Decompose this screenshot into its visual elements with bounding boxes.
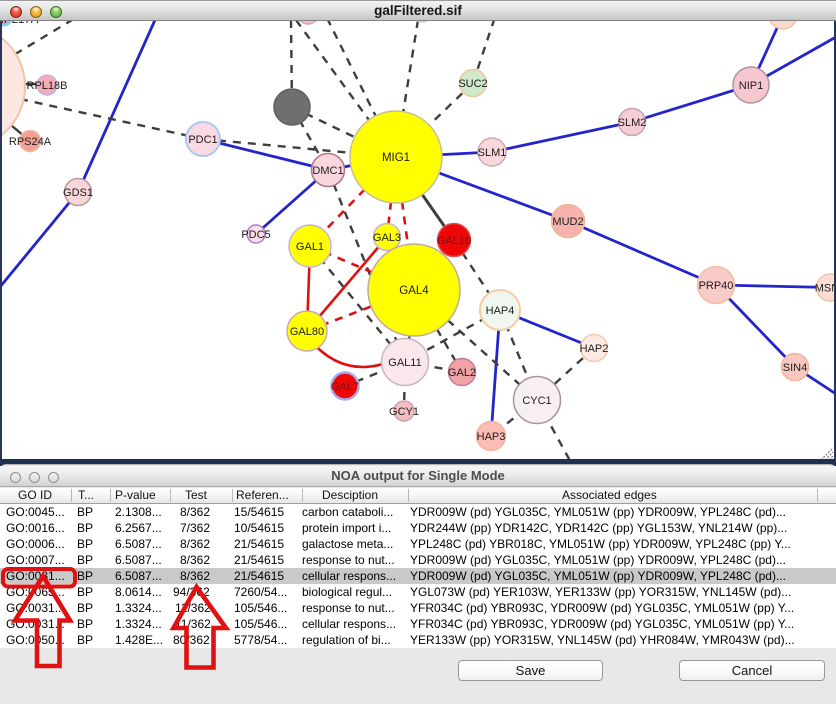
svg-text:SUC2: SUC2 bbox=[458, 78, 487, 90]
svg-text:GAL10: GAL10 bbox=[437, 235, 471, 247]
svg-text:PDC5: PDC5 bbox=[241, 229, 270, 241]
svg-text:HAP4: HAP4 bbox=[486, 305, 515, 317]
svg-text:MIG1: MIG1 bbox=[382, 152, 410, 164]
svg-text:NIP1: NIP1 bbox=[739, 80, 763, 92]
svg-text:DMC1: DMC1 bbox=[312, 165, 343, 177]
svg-text:GAL3: GAL3 bbox=[373, 232, 401, 244]
svg-text:SLM2: SLM2 bbox=[618, 117, 647, 129]
svg-text:GDS1: GDS1 bbox=[63, 187, 93, 199]
svg-text:HAP2: HAP2 bbox=[580, 343, 609, 355]
svg-text:GAL1: GAL1 bbox=[296, 241, 324, 253]
svg-text:GCY1: GCY1 bbox=[389, 406, 419, 418]
svg-text:SLM1: SLM1 bbox=[478, 147, 507, 159]
svg-text:GAL7: GAL7 bbox=[331, 381, 359, 393]
svg-text:RPS24A: RPS24A bbox=[9, 136, 52, 148]
svg-text:GAL4: GAL4 bbox=[399, 285, 429, 297]
svg-text:SIN4: SIN4 bbox=[783, 362, 807, 374]
svg-text:MUD2: MUD2 bbox=[552, 216, 583, 228]
svg-text:CYC1: CYC1 bbox=[522, 395, 551, 407]
svg-text:PRP40: PRP40 bbox=[699, 280, 734, 292]
svg-text:MSN1: MSN1 bbox=[815, 283, 836, 295]
svg-text:GAL80: GAL80 bbox=[290, 326, 324, 338]
svg-text:GAL11: GAL11 bbox=[388, 357, 421, 369]
svg-text:GAL2: GAL2 bbox=[448, 367, 476, 379]
svg-text:RPL17A: RPL17A bbox=[0, 21, 39, 26]
svg-text:PDC1: PDC1 bbox=[188, 134, 217, 146]
svg-text:RPL18B: RPL18B bbox=[27, 80, 68, 92]
svg-text:HAP3: HAP3 bbox=[477, 431, 506, 443]
